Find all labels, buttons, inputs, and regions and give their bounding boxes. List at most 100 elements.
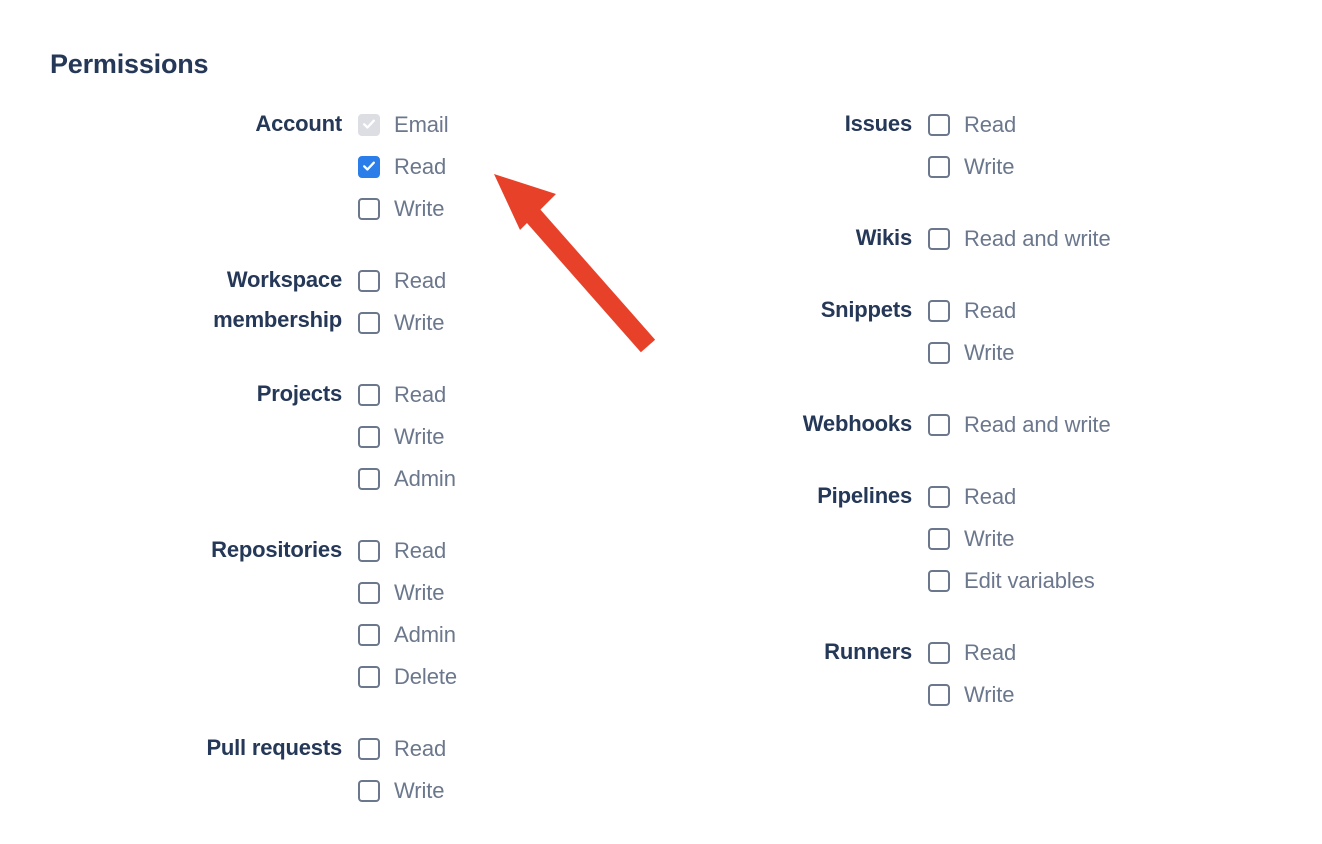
- checkbox-write[interactable]: [928, 528, 950, 550]
- permission-option-row[interactable]: Read: [928, 290, 1260, 332]
- permission-option-row[interactable]: Read: [358, 530, 610, 572]
- permission-option-row[interactable]: Edit variables: [928, 560, 1260, 602]
- permission-option-label: Read: [394, 736, 447, 761]
- checkbox-write[interactable]: [358, 780, 380, 802]
- permission-option-row[interactable]: Write: [358, 770, 610, 812]
- checkbox-admin[interactable]: [358, 468, 380, 490]
- permission-option-label: Read and write: [964, 412, 1111, 437]
- checkbox-read[interactable]: [358, 738, 380, 760]
- checkbox-write[interactable]: [928, 342, 950, 364]
- permission-option-label: Read: [394, 538, 447, 563]
- permission-option-list: Read and write: [928, 404, 1260, 446]
- permission-option-label: Write: [964, 682, 1015, 707]
- permission-option-row[interactable]: Write: [928, 518, 1260, 560]
- checkbox-admin[interactable]: [358, 624, 380, 646]
- permission-group-label-line: Snippets: [820, 297, 913, 322]
- permission-option-row[interactable]: Read: [928, 104, 1260, 146]
- checkbox-read[interactable]: [928, 642, 950, 664]
- permission-option-row[interactable]: Delete: [358, 656, 610, 698]
- permission-option-label: Write: [394, 196, 445, 221]
- permission-option-row[interactable]: Read: [358, 728, 610, 770]
- check-icon: [363, 161, 375, 171]
- permission-group-label: Issues: [660, 104, 928, 144]
- permission-option-row[interactable]: Write: [928, 332, 1260, 374]
- permission-option-label: Write: [964, 154, 1015, 179]
- permission-group-label-line: Pipelines: [817, 483, 912, 508]
- permission-option-label: Write: [394, 580, 445, 605]
- permission-option-label: Read: [394, 154, 447, 179]
- permission-option-label: Read and write: [964, 226, 1111, 251]
- checkbox-write[interactable]: [358, 426, 380, 448]
- checkbox-read[interactable]: [928, 486, 950, 508]
- permission-option-label: Write: [964, 340, 1015, 365]
- permission-option-row[interactable]: Email: [358, 104, 610, 146]
- permission-option-row[interactable]: Admin: [358, 458, 610, 500]
- checkbox-write[interactable]: [358, 198, 380, 220]
- permission-option-row[interactable]: Admin: [358, 614, 610, 656]
- permission-group-label: Wikis: [660, 218, 928, 258]
- permission-option-label: Read: [964, 112, 1017, 137]
- checkbox-read-and-write[interactable]: [928, 414, 950, 436]
- permission-option-row[interactable]: Write: [358, 416, 610, 458]
- permission-group-label-line: Projects: [256, 381, 342, 406]
- checkbox-read[interactable]: [358, 270, 380, 292]
- permission-option-list: Read and write: [928, 218, 1260, 260]
- permission-group-label-line: Runners: [824, 639, 912, 664]
- permission-group-label: Snippets: [660, 290, 928, 330]
- permission-option-row[interactable]: Write: [928, 146, 1260, 188]
- checkbox-write[interactable]: [928, 156, 950, 178]
- permission-option-label: Delete: [394, 664, 457, 689]
- checkbox-read-and-write[interactable]: [928, 228, 950, 250]
- checkbox-write[interactable]: [358, 582, 380, 604]
- permission-group: Webhooks Read and write: [660, 404, 1260, 446]
- permission-option-label: Read: [394, 382, 447, 407]
- permission-group-label-line: membership: [213, 307, 342, 332]
- permission-group-label-line: Issues: [844, 111, 912, 136]
- permission-option-row[interactable]: Write: [358, 572, 610, 614]
- check-icon: [363, 119, 375, 129]
- checkbox-write[interactable]: [358, 312, 380, 334]
- checkbox-read[interactable]: [928, 114, 950, 136]
- permission-option-label: Admin: [394, 622, 456, 647]
- checkbox-read[interactable]: [358, 540, 380, 562]
- checkbox-read[interactable]: [358, 384, 380, 406]
- permission-option-row[interactable]: Write: [928, 674, 1260, 716]
- permission-option-label: Read: [964, 484, 1017, 509]
- checkbox-delete[interactable]: [358, 666, 380, 688]
- permission-option-row[interactable]: Read: [928, 632, 1260, 674]
- permission-option-label: Read: [394, 268, 447, 293]
- checkbox-read[interactable]: [358, 156, 380, 178]
- permission-option-row[interactable]: Write: [358, 188, 610, 230]
- permission-group-label: Webhooks: [660, 404, 928, 444]
- permission-option-row[interactable]: Read and write: [928, 218, 1260, 260]
- permission-option-label: Read: [964, 640, 1017, 665]
- permission-group-label: Runners: [660, 632, 928, 672]
- checkbox-edit-variables[interactable]: [928, 570, 950, 592]
- permission-group-label-line: Account: [255, 111, 342, 136]
- permission-option-label: Write: [394, 424, 445, 449]
- checkbox-read[interactable]: [928, 300, 950, 322]
- permission-option-row[interactable]: Read and write: [928, 404, 1260, 446]
- permission-group-label: Account: [50, 104, 358, 144]
- permission-group: Wikis Read and write: [660, 218, 1260, 260]
- permission-option-label: Write: [964, 526, 1015, 551]
- permission-option-row[interactable]: Read: [358, 374, 610, 416]
- permission-option-row[interactable]: Read: [358, 146, 610, 188]
- checkbox-write[interactable]: [928, 684, 950, 706]
- permission-option-row[interactable]: Write: [358, 302, 610, 344]
- permission-option-row[interactable]: Read: [928, 476, 1260, 518]
- permission-option-row[interactable]: Read: [358, 260, 610, 302]
